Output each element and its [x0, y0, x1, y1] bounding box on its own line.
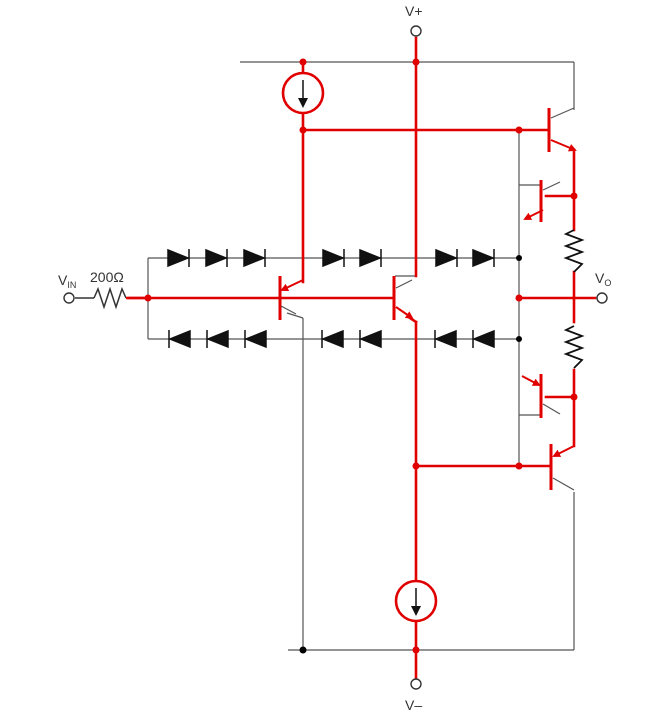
- bottom-current-source: [394, 579, 438, 623]
- output-resistor-bottom: [563, 325, 585, 369]
- gray-wires: [147, 61, 575, 651]
- v-in-label: VIN: [58, 272, 76, 290]
- v-out-label: VO: [595, 270, 611, 288]
- top-current-source: [281, 71, 325, 115]
- top-driver-transistor: [523, 180, 561, 222]
- diode-string-top: [167, 248, 496, 268]
- v-plus-label: V+: [405, 3, 423, 19]
- v-in-terminal: [63, 292, 75, 304]
- input-npn-transistor: [392, 276, 414, 320]
- bottom-output-transistor: [549, 444, 575, 491]
- v-out-terminal: [596, 292, 608, 304]
- resistor-value-label: 200Ω: [90, 269, 124, 285]
- red-junction-dots: [144, 58, 578, 654]
- black-junction-dots: [299, 255, 522, 654]
- v-minus-terminal: [410, 678, 422, 690]
- v-minus-label: V–: [405, 697, 422, 713]
- top-output-transistor: [547, 107, 577, 152]
- input-pnp-transistor: [278, 276, 304, 320]
- output-resistor-top: [563, 229, 585, 273]
- red-wires: [127, 36, 597, 682]
- input-resistor: [75, 286, 148, 310]
- v-plus-terminal: [410, 25, 422, 37]
- bottom-driver-transistor: [521, 374, 561, 418]
- diode-string-bottom: [167, 329, 495, 349]
